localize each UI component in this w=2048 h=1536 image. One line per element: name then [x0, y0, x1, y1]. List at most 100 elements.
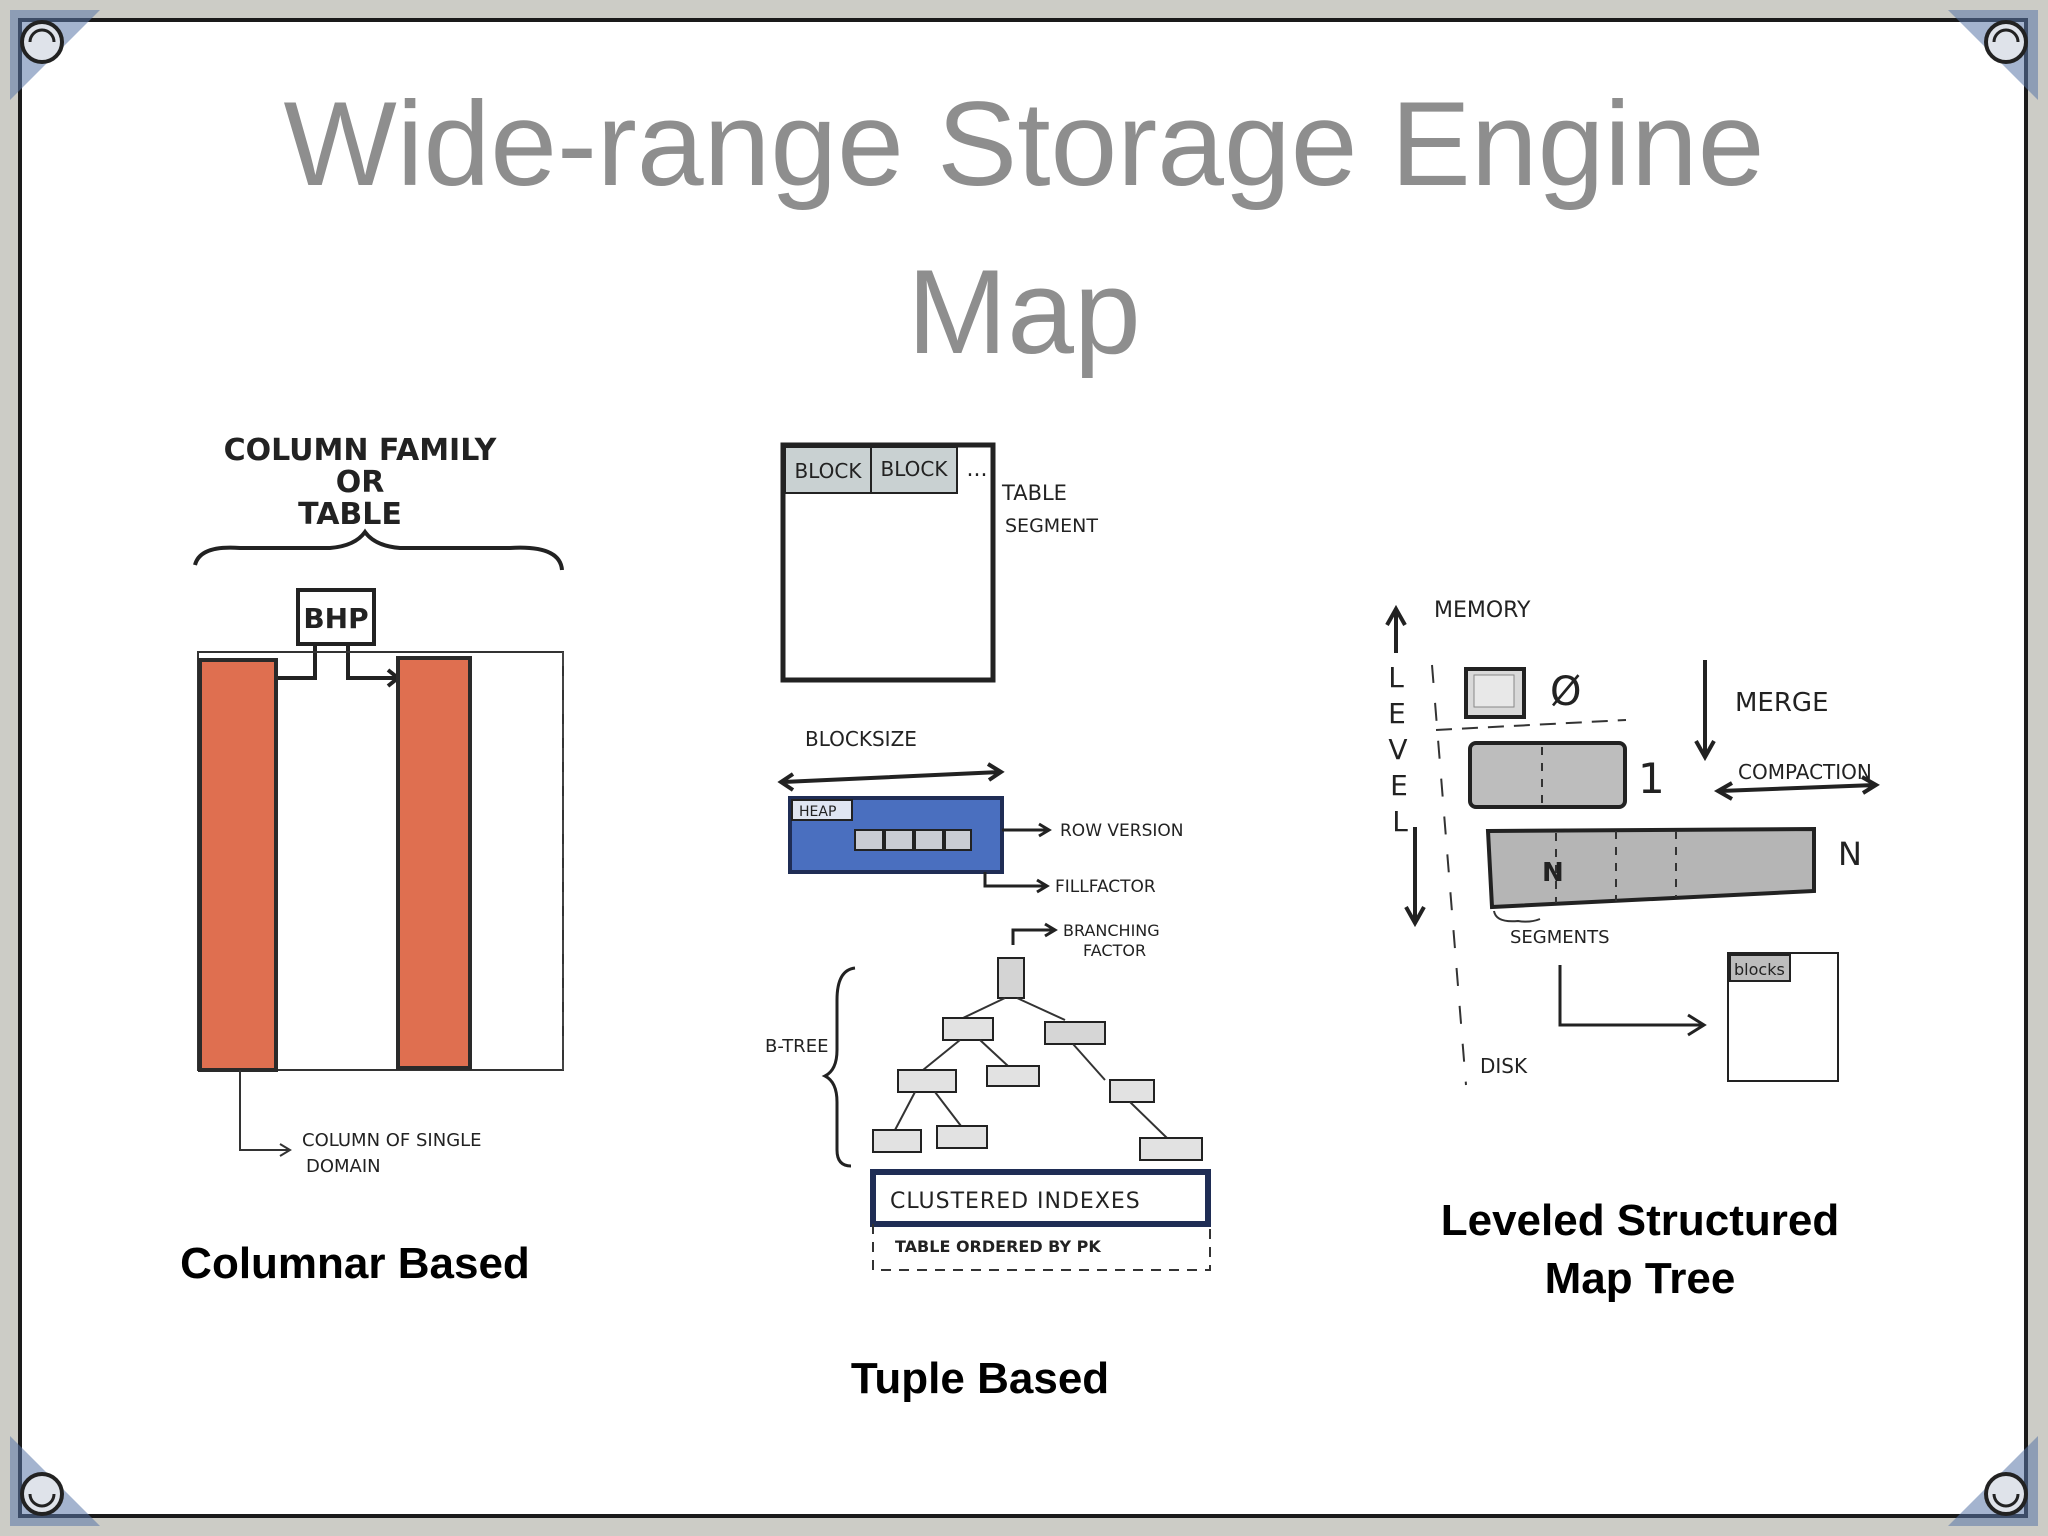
btree-edge	[1016, 997, 1066, 1021]
slide-title-line-1: Wide-range Storage Engine	[283, 77, 1765, 211]
blocksize-arrow	[777, 762, 1005, 792]
column-footnote-line-1: COLUMN OF SINGLE	[302, 1130, 482, 1151]
clustered-index-box	[870, 1169, 1211, 1227]
blocks-arrow	[1558, 965, 1707, 1037]
merge-label: MERGE	[1735, 688, 1829, 718]
row-version-arrow	[1002, 822, 1052, 838]
column-right	[396, 656, 472, 1070]
level-letter: V	[1388, 733, 1407, 766]
merge-arrow	[1694, 660, 1716, 762]
slide-title-line-2: Map	[907, 245, 1141, 379]
row-version-label: ROW VERSION	[1060, 821, 1184, 841]
table-segment-label-2: SEGMENT	[1005, 515, 1098, 537]
level-0-label: Ø	[1550, 669, 1581, 715]
bhp-arrows	[261, 644, 402, 688]
ordered-label: TABLE ORDERED BY PK	[895, 1237, 1101, 1256]
segments-label: SEGMENTS	[1510, 927, 1610, 948]
level-letter: L	[1388, 661, 1404, 694]
caption-tuple: Tuple Based	[850, 1354, 1110, 1403]
branching-label-2: FACTOR	[1083, 941, 1146, 960]
branching-label-1: BRANCHING	[1063, 921, 1160, 940]
level-0-block-inner	[1473, 674, 1515, 708]
memory-disk-divider	[1431, 664, 1467, 1086]
level-letter: L	[1392, 805, 1408, 838]
btree-edge	[894, 1091, 916, 1131]
block-label-1: BLOCK	[795, 459, 863, 483]
lsm-diagram: MEMORY L E V E L Ø 1 MERGE COMPACTION N …	[1385, 598, 1880, 1086]
btree-node	[986, 1065, 1040, 1087]
slide-card	[18, 18, 2028, 1518]
btree-node	[1109, 1079, 1155, 1103]
heap-label: HEAP	[799, 804, 836, 820]
corner-ornament-bottom-left	[10, 1436, 100, 1526]
blocks-tag	[1729, 954, 1791, 982]
caption-leveled: Leveled Structured Map Tree	[1390, 1192, 1890, 1308]
columnar-brace	[193, 528, 564, 571]
clustered-label: CLUSTERED INDEXES	[890, 1189, 1141, 1214]
bhp-box	[296, 588, 376, 646]
disk-label: DISK	[1480, 1054, 1528, 1078]
row-slot-4	[944, 829, 972, 851]
level-N-block	[1485, 826, 1816, 910]
column-footnote-arrow	[239, 1070, 292, 1157]
memory-boundary	[1435, 719, 1627, 731]
btree-edge	[922, 1039, 961, 1071]
btree-leaf	[1139, 1137, 1203, 1161]
columnar-heading-line-3: TABLE	[298, 497, 402, 532]
blocks-label: blocks	[1734, 960, 1785, 979]
bhp-label: BHP	[303, 602, 368, 635]
memory-label: MEMORY	[1434, 598, 1531, 623]
btree-edge	[1129, 1101, 1168, 1139]
column-footnote-line-2: DOMAIN	[306, 1156, 381, 1177]
btree-leaf	[936, 1125, 988, 1149]
branching-arrow	[1011, 922, 1058, 945]
compaction-label: COMPACTION	[1738, 760, 1872, 784]
segments-brace	[1493, 910, 1541, 923]
block-ellipsis: ...	[967, 457, 988, 482]
block-cell-1	[784, 446, 872, 494]
compaction-arrow	[1713, 775, 1880, 801]
level-letter: E	[1390, 769, 1408, 802]
btree-node	[942, 1017, 994, 1041]
btree-edge	[1072, 1043, 1106, 1081]
btree-edge	[979, 1039, 1009, 1067]
level-letter: E	[1388, 697, 1406, 730]
fillfactor-arrow	[983, 872, 1050, 894]
slide-title: Wide-range Storage Engine Map	[100, 60, 1948, 396]
row-slot-1	[854, 829, 884, 851]
row-slot-2	[884, 829, 914, 851]
btree-node	[1044, 1021, 1106, 1045]
fillfactor-label: FILLFACTOR	[1055, 877, 1156, 897]
block-cell-2	[870, 446, 958, 494]
table-segment-label-1: TABLE	[1001, 481, 1067, 505]
corner-ornament-top-right	[1948, 10, 2038, 100]
corner-ornament-bottom-right	[1948, 1436, 2038, 1526]
caption-columnar: Columnar Based	[180, 1239, 530, 1288]
columnar-heading-line-1: COLUMN FAMILY	[224, 433, 498, 468]
column-left	[198, 658, 278, 1072]
columnar-heading-line-2: OR	[336, 465, 385, 500]
level-N-label: N	[1838, 835, 1862, 873]
caption-leveled-line-1: Leveled Structured	[1440, 1196, 1840, 1245]
btree-node	[897, 1069, 957, 1093]
corner-ornament-top-left	[10, 10, 100, 100]
level-1-label: 1	[1638, 754, 1665, 803]
btree-leaf	[872, 1129, 922, 1153]
btree-edge	[962, 997, 1006, 1019]
caption-leveled-line-2: Map Tree	[1544, 1254, 1736, 1303]
columnar-diagram: COLUMN FAMILY OR TABLE BHP COLUMN OF SIN…	[193, 433, 564, 1177]
blocksize-label: BLOCKSIZE	[805, 727, 917, 751]
btree-edge	[934, 1091, 962, 1127]
heap-tag	[791, 799, 853, 821]
level-1-block	[1468, 741, 1627, 809]
level-N-segment-mark: N	[1542, 858, 1564, 888]
row-slot-3	[914, 829, 944, 851]
block-label-2: BLOCK	[881, 457, 949, 481]
ordered-dashed-box	[872, 1224, 1211, 1271]
btree-brace	[821, 966, 856, 1168]
level-axis-arrow	[1385, 604, 1426, 928]
tuple-diagram: BLOCK BLOCK ... TABLE SEGMENT BLOCKSIZE …	[765, 442, 1211, 1271]
btree-root-node	[997, 957, 1025, 999]
btree-label: B-TREE	[765, 1036, 828, 1057]
